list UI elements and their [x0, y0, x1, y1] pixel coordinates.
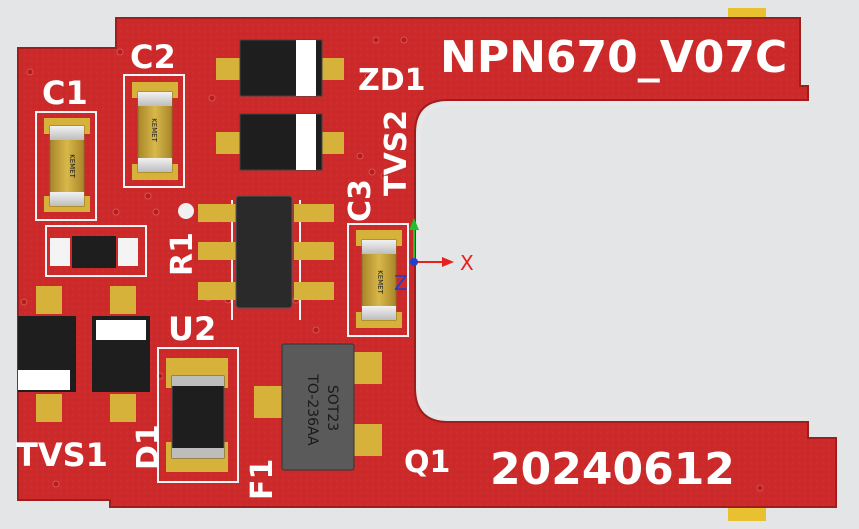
label-q1: Q1 — [404, 445, 450, 480]
board-slot-edge — [417, 102, 808, 420]
zd1-diode — [216, 39, 344, 97]
via — [400, 36, 408, 44]
via — [116, 48, 124, 56]
c2-capacitor: KEMET — [132, 82, 178, 180]
d1-component — [166, 358, 228, 472]
label-f1: F1 — [245, 459, 280, 500]
via — [312, 326, 320, 334]
r1-outline — [45, 225, 147, 277]
label-u2: U2 — [168, 310, 216, 348]
label-c1: C1 — [42, 74, 88, 112]
via — [364, 72, 372, 80]
y-axis-arrow — [409, 218, 419, 230]
c1-capacitor: KEMET — [44, 118, 90, 212]
label-zd1: ZD1 — [358, 63, 426, 98]
d1-outline — [157, 347, 239, 483]
label-r1: R1 — [165, 232, 200, 276]
q1-package-1: SOT23 — [324, 385, 340, 431]
label-d1: D1 — [131, 424, 166, 470]
via — [26, 68, 34, 76]
via — [152, 208, 160, 216]
gold-edge-tab-bottom — [728, 507, 766, 521]
r1-resistor — [50, 236, 138, 268]
q1-package-2: TO-236AA — [304, 373, 320, 446]
c2-outline — [123, 74, 185, 188]
axis-gizmo: X Z — [394, 218, 474, 295]
via — [208, 94, 216, 102]
board-title: NPN670_V07C — [440, 32, 787, 83]
tvs2-diode — [216, 113, 344, 171]
via — [52, 480, 60, 488]
tvs1-diode-a — [18, 286, 76, 422]
via — [112, 208, 120, 216]
via — [356, 152, 364, 160]
via — [20, 298, 28, 306]
c3-outline — [347, 223, 409, 337]
tvs1-diode-b — [92, 286, 150, 422]
c2-brand: KEMET — [150, 118, 158, 142]
via — [368, 168, 376, 176]
u2-chip — [198, 195, 334, 309]
fiducial — [178, 203, 194, 219]
label-c3: C3 — [343, 179, 378, 222]
c1-brand: KEMET — [68, 154, 76, 178]
z-axis-label: Z — [394, 271, 408, 295]
c3-capacitor: KEMET — [356, 230, 402, 328]
label-tvs2: TVS2 — [379, 110, 414, 196]
via — [372, 36, 380, 44]
board-date: 20240612 — [490, 444, 735, 495]
label-c2: C2 — [130, 38, 176, 76]
x-axis-label: X — [460, 251, 474, 275]
x-axis-arrow — [442, 257, 454, 267]
axis-origin — [410, 258, 418, 266]
via — [380, 172, 388, 180]
q1-transistor: SOT23 TO-236AA — [254, 343, 382, 471]
via — [756, 484, 764, 492]
via — [144, 192, 152, 200]
label-tvs1: TVS1 — [16, 436, 108, 474]
c1-outline — [35, 111, 97, 221]
c3-brand: KEMET — [376, 270, 384, 294]
